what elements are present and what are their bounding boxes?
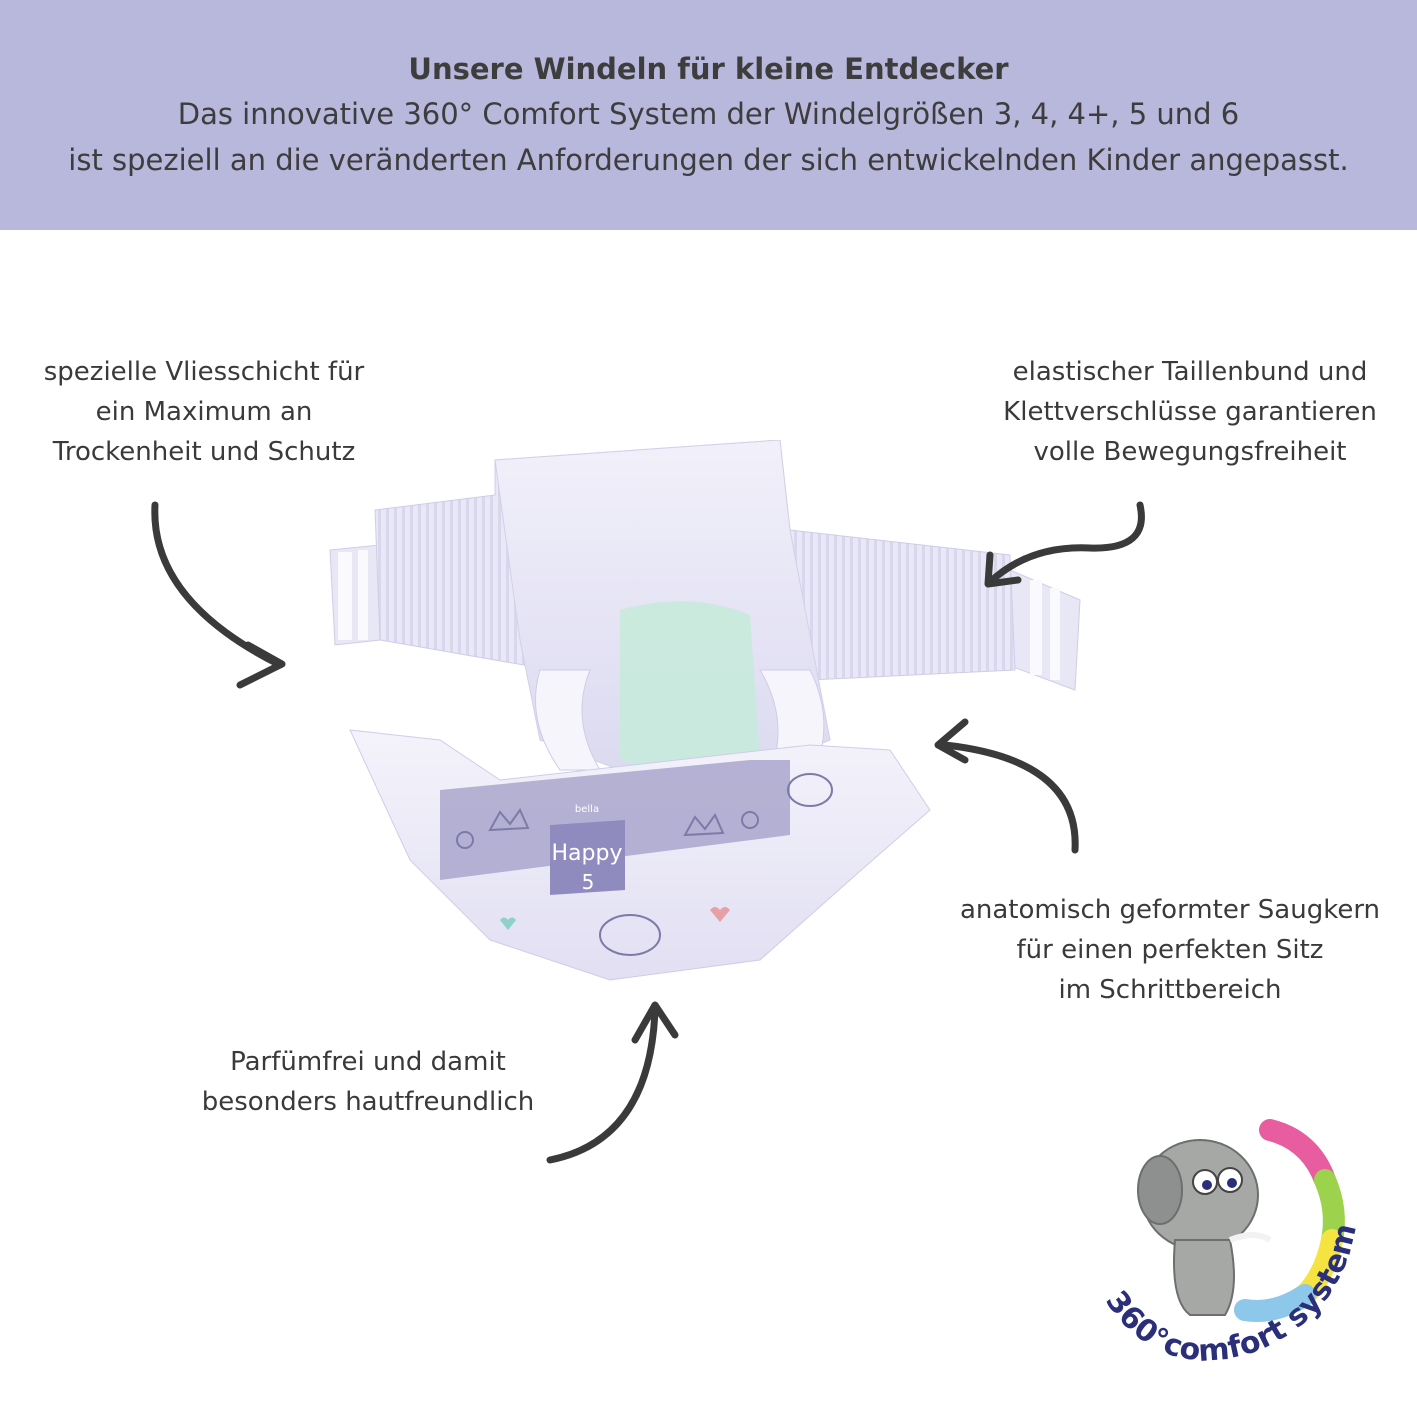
callout-line: Klettverschlüsse garantieren (1003, 397, 1377, 427)
callout-line: besonders hautfreundlich (201, 1087, 535, 1117)
absorbent-core (620, 601, 760, 773)
front-panel (349, 729, 931, 981)
ring-icon (741, 811, 759, 829)
right-velcro-tab (1007, 569, 1081, 691)
callout-fleece-layer: spezielle Vliesschicht für ein Maximum a… (20, 352, 388, 472)
heart-icon (500, 917, 516, 930)
callout-line: Trockenheit und Schutz (52, 437, 356, 467)
left-velcro-tab (329, 544, 381, 646)
callout-line: für einen perfekten Sitz (1016, 935, 1324, 965)
crown-icon (683, 812, 725, 837)
subtitle-line-2: ist speziell an die veränderten Anforder… (68, 143, 1349, 177)
header-banner: Unsere Windeln für kleine Entdecker Das … (0, 0, 1417, 230)
heart-icon (710, 907, 730, 922)
page-title: Unsere Windeln für kleine Entdecker (408, 52, 1009, 86)
callout-line: spezielle Vliesschicht für (43, 357, 365, 387)
print-band (440, 760, 790, 880)
crown-icon (488, 807, 530, 832)
callout-waistband: elastischer Taillenbund und Klettverschl… (980, 352, 1400, 472)
size-number: 5 (582, 870, 595, 894)
callout-line: Parfümfrei und damit (230, 1047, 506, 1077)
diaper-illustration: bella Happy 5 (329, 440, 1081, 981)
callout-line: volle Bewegungsfreiheit (1033, 437, 1347, 467)
rainbow-ring (1234, 1119, 1345, 1322)
callout-absorbent-core: anatomisch geformter Saugkern für einen … (940, 890, 1400, 1010)
brand-name: Happy (552, 841, 623, 866)
ring-icon (456, 831, 474, 849)
decor-prints (456, 773, 833, 956)
callout-line: ein Maximum an (95, 397, 313, 427)
brand-plate: bella Happy 5 (550, 804, 625, 895)
elephant-icon (1137, 1139, 1272, 1316)
subtitle-line-1: Das innovative 360° Comfort System der W… (177, 97, 1240, 131)
brand-small: bella (575, 804, 599, 815)
arrow-top-left (151, 501, 284, 669)
arrow-bottom-head (631, 1001, 679, 1044)
elephant-icon (787, 773, 833, 807)
elephant-icon (599, 914, 661, 956)
comfort-system-logo: 360°comfort system (1098, 1119, 1364, 1369)
callout-perfume-free: Parfümfrei und damit besonders hautfreun… (168, 1042, 568, 1122)
callout-line: elastischer Taillenbund und (1012, 357, 1368, 387)
callout-line: anatomisch geformter Saugkern (959, 895, 1381, 925)
callout-line: im Schrittbereich (1058, 975, 1282, 1005)
arrow-top-left-head (236, 641, 286, 689)
